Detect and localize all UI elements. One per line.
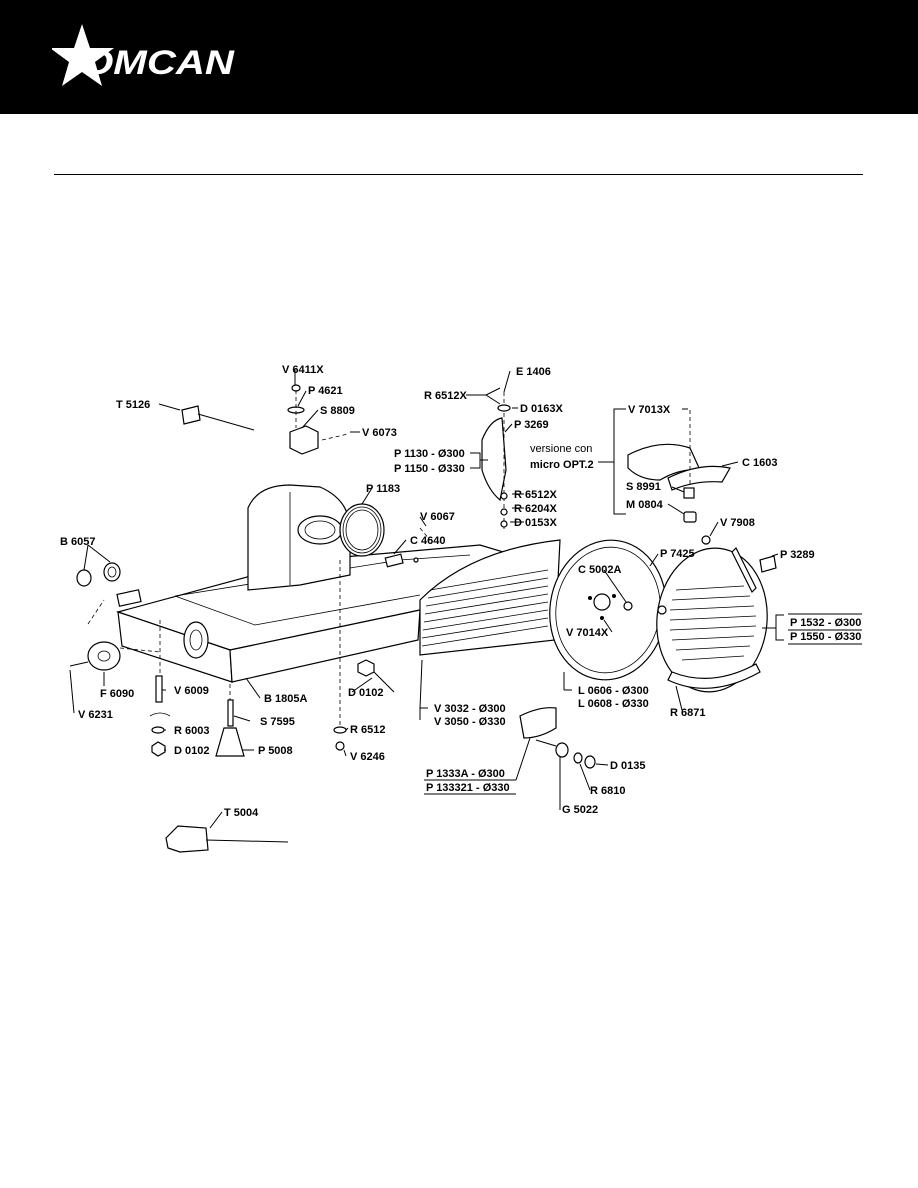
label-r6512x-top: R 6512X (424, 390, 467, 402)
label-c1603: C 1603 (742, 457, 777, 469)
label-v6246: V 6246 (350, 751, 385, 763)
label-r6003: R 6003 (174, 725, 209, 737)
label-p5008: P 5008 (258, 745, 293, 757)
label-d0102-left: D 0102 (174, 745, 209, 757)
label-l0608: L 0608 - Ø330 (578, 698, 649, 710)
label-t5004: T 5004 (224, 807, 259, 819)
label-v7014x: V 7014X (566, 627, 609, 639)
pusher-arm-drawing (481, 392, 511, 530)
label-p4621: P 4621 (308, 385, 343, 397)
label-d0135: D 0135 (610, 760, 645, 772)
label-b6057: B 6057 (60, 536, 95, 548)
label-r6810: R 6810 (590, 785, 625, 797)
label-f6090: F 6090 (100, 688, 134, 700)
label-r6512: R 6512 (350, 724, 385, 736)
label-l0606: L 0606 - Ø300 (578, 685, 649, 697)
plate-c4640-drawing (384, 553, 404, 568)
label-versione-line2: micro OPT.2 (530, 459, 594, 471)
label-v6067: V 6067 (420, 511, 455, 523)
part-p3289-drawing (759, 555, 777, 573)
knob-v7908-drawing (701, 535, 711, 545)
base-body-drawing (115, 484, 532, 683)
handle-group-drawing (519, 707, 596, 769)
star-icon (52, 24, 114, 86)
label-v6231: V 6231 (78, 709, 113, 721)
label-d0163x: D 0163X (520, 403, 563, 415)
label-v6009: V 6009 (174, 685, 209, 697)
label-v7013x: V 7013X (628, 404, 671, 416)
washer-drawing (657, 605, 667, 615)
label-versione-line1: versione con (530, 443, 592, 455)
label-e1406: E 1406 (516, 366, 551, 378)
block-s8809-drawing (287, 384, 349, 455)
label-c5002a: C 5002A (578, 564, 621, 576)
label-c4640: C 4640 (410, 535, 445, 547)
label-v6411x: V 6411X (282, 364, 324, 376)
screw-drawing (413, 557, 419, 563)
blade-cover-drawing (656, 546, 768, 693)
label-r6871: R 6871 (670, 707, 705, 719)
label-d0102-mid: D 0102 (348, 687, 383, 699)
label-r6204x: R 6204X (514, 503, 557, 515)
page-header: OMCAN (0, 0, 918, 114)
label-p1550: P 1550 - Ø330 (790, 631, 861, 643)
brand-name: OMCAN (82, 44, 236, 82)
label-p1532: P 1532 - Ø300 (790, 617, 861, 629)
label-b1805a: B 1805A (264, 693, 307, 705)
nut-drawing (623, 601, 633, 611)
omcan-logo: OMCAN (52, 24, 236, 86)
label-p1183: P 1183 (366, 483, 400, 495)
rod-t5126-drawing (181, 405, 255, 431)
blade-guard-drawing (419, 539, 561, 656)
label-v7908: V 7908 (720, 517, 755, 529)
label-p7425: P 7425 (660, 548, 695, 560)
ring-part-drawing (339, 503, 385, 557)
knob-t5004-drawing (165, 825, 289, 853)
sharpener-drawing (627, 410, 731, 523)
label-v6073: V 6073 (362, 427, 397, 439)
label-t5126: T 5126 (116, 399, 150, 411)
label-m0804: M 0804 (626, 499, 664, 511)
label-g5022: G 5022 (562, 804, 598, 816)
label-s8991: S 8991 (626, 481, 661, 493)
label-s7595: S 7595 (260, 716, 295, 728)
label-d0153x: D 0153X (514, 517, 557, 529)
label-r6512x-mid: R 6512X (514, 489, 557, 501)
label-p133321: P 133321 - Ø330 (426, 782, 510, 794)
label-p1130: P 1130 - Ø300 (394, 448, 465, 460)
leader-dash (419, 527, 431, 541)
label-p1333a: P 1333A - Ø300 (426, 768, 505, 780)
label-p3289: P 3289 (780, 549, 815, 561)
header-rule (54, 174, 863, 175)
label-s8809: S 8809 (320, 405, 355, 417)
label-v3032: V 3032 - Ø300 (434, 703, 506, 715)
label-v3050: V 3050 - Ø330 (434, 716, 506, 728)
blade-drawing (549, 539, 667, 681)
label-p3269-top: P 3269 (514, 419, 549, 431)
leader-lines (69, 369, 784, 829)
label-p1150: P 1150 - Ø330 (394, 463, 465, 475)
